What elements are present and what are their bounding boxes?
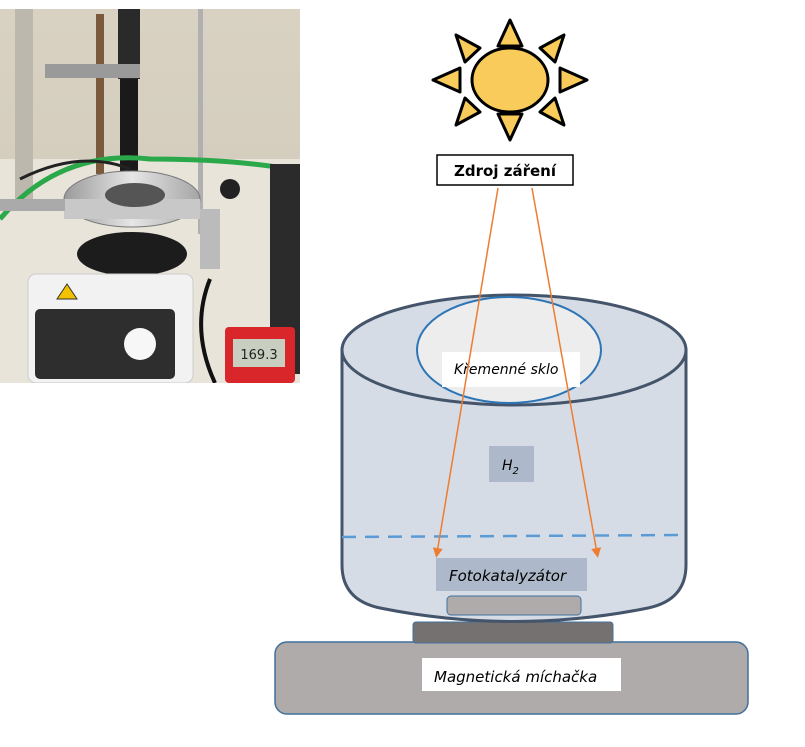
green-tubing xyxy=(0,155,291,221)
valve-knob xyxy=(220,179,240,199)
light-guide-spring xyxy=(118,9,140,79)
source-label: Zdroj záření xyxy=(454,162,557,180)
light-ray-right-arrow xyxy=(531,187,602,558)
clamp xyxy=(45,64,140,78)
source-label-box xyxy=(436,154,574,186)
gas-label-box xyxy=(489,446,534,482)
stand-rod xyxy=(96,14,104,174)
gas-label: H2 xyxy=(502,458,519,477)
pressure-meter-reading: 169.3 xyxy=(240,348,277,363)
catalyst-label: Fotokatalyzátor xyxy=(449,567,567,585)
power-cable xyxy=(199,278,217,383)
stirrer-panel xyxy=(35,309,175,379)
reactor-window xyxy=(105,183,165,207)
stirrer-label: Magnetická míchačka xyxy=(434,668,597,686)
valve-assembly xyxy=(200,209,220,269)
pressure-meter-display xyxy=(233,339,285,367)
light-ray-left-arrow xyxy=(432,187,499,558)
reactor-photo: 169.3 xyxy=(0,9,300,383)
stirrer-top-plate xyxy=(412,621,614,644)
window-label: Křemenné sklo xyxy=(454,362,558,378)
quartz-window xyxy=(416,296,602,404)
stirrer-label-box xyxy=(422,658,621,691)
catalyst-holder xyxy=(446,595,582,616)
reactor-flange-side xyxy=(64,199,200,219)
catalyst-label-box xyxy=(436,558,587,591)
stirrer-knob xyxy=(124,328,156,360)
warning-label xyxy=(56,283,78,300)
gas-fitting xyxy=(0,199,65,211)
sun-icon xyxy=(431,18,589,142)
cable xyxy=(19,159,131,181)
cabinet-edge xyxy=(15,9,33,209)
reactor-body xyxy=(77,232,187,276)
liquid-level-line xyxy=(341,533,687,539)
thermocouple-rod xyxy=(198,9,203,234)
